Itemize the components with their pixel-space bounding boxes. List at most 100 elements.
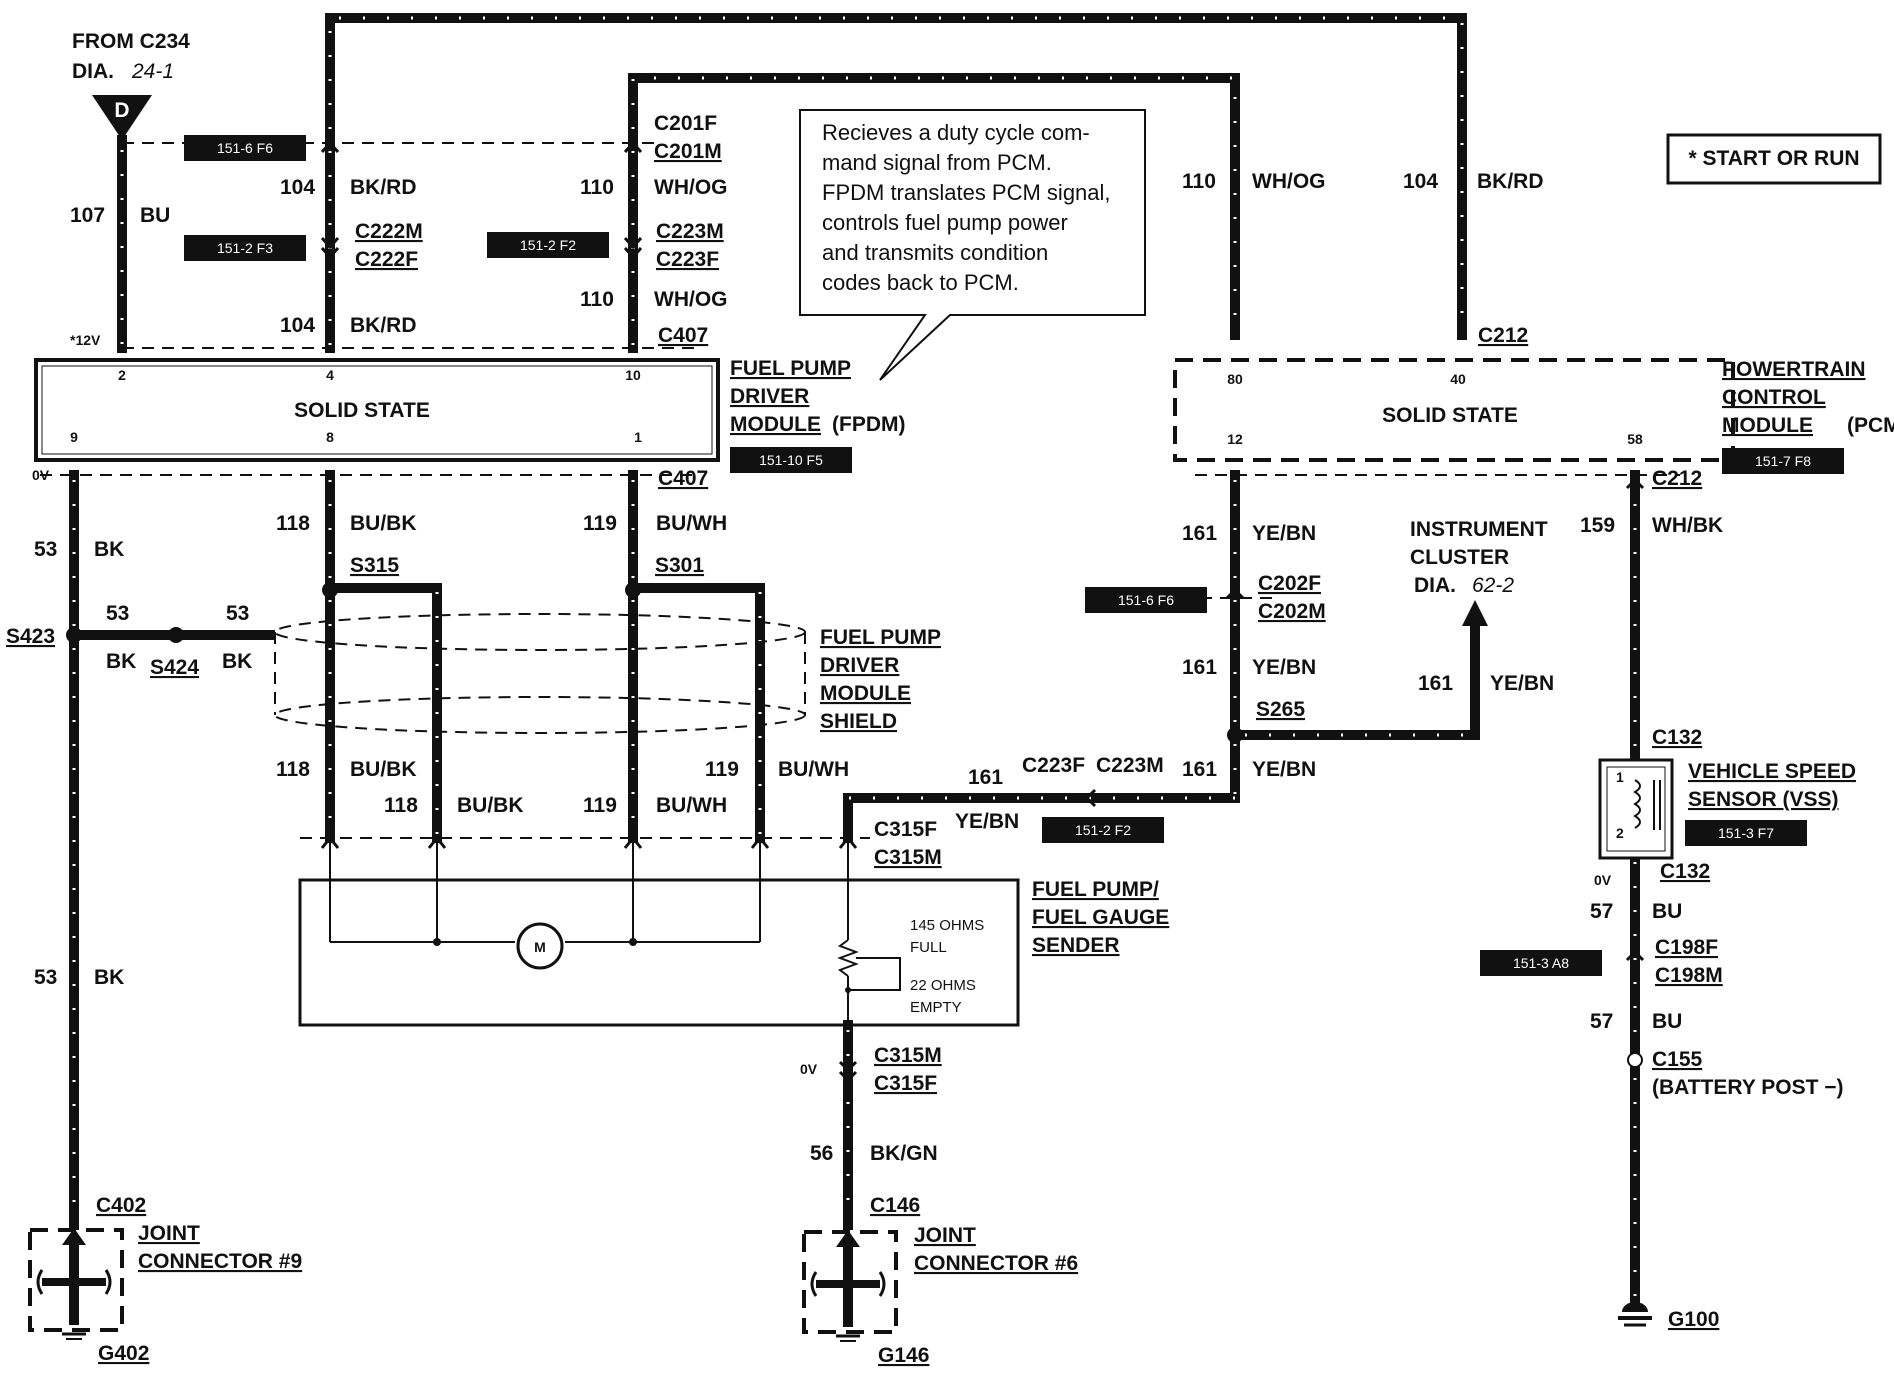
svg-text:CONTROL: CONTROL <box>1722 386 1826 409</box>
fpdm-pin-4: 4 <box>326 367 334 383</box>
instrument-cluster: INSTRUMENT CLUSTER DIA. 62-2 <box>1410 518 1548 626</box>
svg-text:(BATTERY POST −): (BATTERY POST −) <box>1652 1076 1844 1099</box>
connector-labels: C201F C201M C222M C222F C223M C223F C407… <box>96 112 1844 1217</box>
wire-labels: 107 BU 104 BK/RD 104 BK/RD 110 WH/OG 110… <box>34 170 1723 1165</box>
svg-text:161: 161 <box>1182 758 1217 781</box>
splice-s265 <box>1227 727 1243 743</box>
ground-g100: G100 <box>1618 1302 1719 1331</box>
svg-text:YE/BN: YE/BN <box>1252 758 1316 781</box>
svg-text:BU/WH: BU/WH <box>656 794 727 817</box>
svg-text:151-2 F3: 151-2 F3 <box>217 240 273 256</box>
svg-text:151-6 F6: 151-6 F6 <box>217 140 273 156</box>
fpdm-pin-10: 10 <box>625 367 641 383</box>
svg-text:2: 2 <box>1616 825 1624 841</box>
svg-text:161: 161 <box>968 766 1003 789</box>
svg-text:S424: S424 <box>150 656 199 679</box>
svg-text:0V: 0V <box>1594 872 1612 888</box>
svg-text:119: 119 <box>583 794 617 817</box>
fpdm-0v: 0V <box>32 467 50 483</box>
svg-text:C198F: C198F <box>1655 936 1718 959</box>
fuel-pump-sender: M 145 OHMS FULL 22 OHMS EMPTY 0V FUEL PU… <box>298 835 1169 1077</box>
splice-s301 <box>625 582 641 598</box>
svg-text:G402: G402 <box>98 1342 149 1365</box>
svg-text:118: 118 <box>276 758 310 781</box>
start-run-note: * START OR RUN <box>1666 133 1882 185</box>
svg-text:151-6 F6: 151-6 F6 <box>1118 592 1174 608</box>
svg-text:FULL: FULL <box>910 939 947 956</box>
svg-text:YE/BN: YE/BN <box>1490 672 1554 695</box>
svg-text:YE/BN: YE/BN <box>1252 522 1316 545</box>
svg-text:SHIELD: SHIELD <box>820 710 897 733</box>
svg-text:57: 57 <box>1590 1010 1613 1033</box>
svg-text:mand signal from PCM.: mand signal from PCM. <box>822 150 1052 175</box>
svg-text:110: 110 <box>580 288 614 311</box>
svg-text:BK: BK <box>94 966 124 989</box>
splices: S423 S424 S315 S301 S265 <box>6 554 1305 743</box>
svg-text:FUEL PUMP: FUEL PUMP <box>730 357 851 380</box>
source-d: FROM C234 DIA. 24-1 D <box>72 30 190 140</box>
svg-text:BK/RD: BK/RD <box>350 314 417 337</box>
svg-text:C222F: C222F <box>355 248 418 271</box>
fpdm-title: FUEL PUMP DRIVER MODULE (FPDM) <box>730 357 905 436</box>
svg-text:BK: BK <box>222 650 252 673</box>
svg-text:22 OHMS: 22 OHMS <box>910 977 976 994</box>
svg-text:53: 53 <box>34 538 57 561</box>
source-letter: D <box>114 99 129 122</box>
svg-text:BU: BU <box>1652 1010 1682 1033</box>
svg-text:53: 53 <box>226 602 249 625</box>
svg-text:DRIVER: DRIVER <box>820 654 899 677</box>
svg-text:151-2 F2: 151-2 F2 <box>1075 822 1131 838</box>
svg-text:CONNECTOR #9: CONNECTOR #9 <box>138 1250 302 1273</box>
svg-text:MODULE: MODULE <box>820 682 911 705</box>
fuel-pump-motor <box>516 922 564 970</box>
svg-text:62-2: 62-2 <box>1472 574 1514 597</box>
svg-text:FROM C234: FROM C234 <box>72 30 190 53</box>
svg-text:(PCM): (PCM) <box>1847 414 1894 437</box>
svg-text:C315F: C315F <box>874 1072 937 1095</box>
splice-s423 <box>66 627 82 643</box>
svg-text:FUEL GAUGE: FUEL GAUGE <box>1032 906 1169 929</box>
svg-text:BU: BU <box>140 204 170 227</box>
svg-text:161: 161 <box>1182 522 1217 545</box>
svg-text:159: 159 <box>1580 514 1615 537</box>
wire-119-branch <box>628 583 765 843</box>
svg-text:JOINT: JOINT <box>138 1222 200 1245</box>
wire-110 <box>628 73 1240 353</box>
fpdm-pin-8: 8 <box>326 429 334 445</box>
svg-text:codes back to PCM.: codes back to PCM. <box>822 270 1019 295</box>
svg-text:MODULE: MODULE <box>1722 414 1813 437</box>
pcm-title: POWERTRAIN CONTROL MODULE (PCM) <box>1722 358 1894 437</box>
svg-text:C315M: C315M <box>874 1044 942 1067</box>
svg-text:S423: S423 <box>6 625 55 648</box>
svg-text:BU/BK: BU/BK <box>350 512 417 535</box>
pcm-module: SOLID STATE 80 40 12 58 <box>1173 358 1735 462</box>
svg-text:C407: C407 <box>658 467 708 490</box>
svg-text:BU/BK: BU/BK <box>457 794 524 817</box>
svg-text:JOINT: JOINT <box>914 1224 976 1247</box>
svg-text:C201F: C201F <box>654 112 717 135</box>
svg-text:POWERTRAIN: POWERTRAIN <box>1722 358 1866 381</box>
wire-161-cluster <box>1230 625 1480 740</box>
svg-text:151-7 F8: 151-7 F8 <box>1755 453 1811 469</box>
svg-text:DIA.: DIA. <box>72 60 114 83</box>
wire-161-sender <box>843 793 1240 843</box>
svg-text:YE/BN: YE/BN <box>955 810 1019 833</box>
svg-text:24-1: 24-1 <box>131 60 174 83</box>
svg-text:C198M: C198M <box>1655 964 1723 987</box>
svg-text:BU/BK: BU/BK <box>350 758 417 781</box>
svg-text:110: 110 <box>580 176 614 199</box>
svg-text:SENSOR (VSS): SENSOR (VSS) <box>1688 788 1839 811</box>
svg-text:WH/BK: WH/BK <box>1652 514 1723 537</box>
svg-text:BK: BK <box>106 650 136 673</box>
svg-text:SENDER: SENDER <box>1032 934 1120 957</box>
svg-text:G100: G100 <box>1668 1308 1719 1331</box>
svg-text:56: 56 <box>810 1142 833 1165</box>
wire-118-branch <box>325 583 442 843</box>
svg-text:0V: 0V <box>800 1061 818 1077</box>
connector-chevrons <box>320 140 1645 1083</box>
svg-text:WH/OG: WH/OG <box>1252 170 1326 193</box>
svg-text:C146: C146 <box>870 1194 920 1217</box>
svg-text:C223F: C223F <box>656 248 719 271</box>
svg-text:MODULE: MODULE <box>730 413 821 436</box>
